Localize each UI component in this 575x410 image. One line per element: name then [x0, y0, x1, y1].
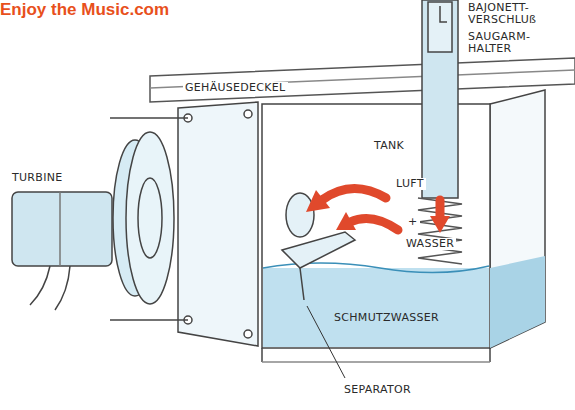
flow-arrows [306, 188, 450, 233]
dirty-water [263, 268, 489, 347]
wire [30, 266, 50, 305]
housing-lid [150, 58, 575, 102]
spring [418, 198, 462, 264]
separator [282, 232, 355, 378]
inlet-opening [286, 193, 314, 237]
tie-rod [110, 117, 188, 119]
flow-label: + [406, 216, 420, 228]
part-label: TURBINE [10, 172, 64, 184]
lid-band [150, 58, 575, 102]
part-label: BAJONETT- VERSCHLUß [466, 2, 552, 26]
turbine-motor [12, 192, 112, 266]
tank [262, 90, 545, 362]
flange-plate [178, 102, 258, 346]
turbine-unit [12, 102, 258, 346]
suction-arm-holder [418, 0, 462, 264]
tank-base [262, 361, 490, 363]
wire [55, 266, 70, 310]
flow-label: LUFT [394, 178, 426, 190]
arrow-head [430, 216, 450, 233]
tie-rod [110, 319, 188, 321]
part-label: SCHMUTZWASSER [332, 312, 441, 324]
bayonet-piece [428, 2, 452, 52]
bolt [244, 110, 252, 118]
down-arrow [436, 200, 445, 218]
separator-plate [282, 232, 355, 268]
air-arrow [322, 188, 386, 200]
water-arrow [350, 218, 398, 230]
arrow-head [336, 212, 356, 230]
separator-post [300, 268, 304, 300]
motor-line [59, 192, 61, 266]
bayonet-slot [440, 6, 447, 22]
tank-foot [489, 348, 491, 362]
part-label: SAUGARM- HALTER [466, 31, 540, 55]
holder-pipe [422, 0, 458, 198]
turbine-hub [138, 178, 162, 258]
flow-label: WASSER [404, 238, 456, 250]
part-label: SEPARATOR [342, 384, 413, 396]
bolt [244, 330, 252, 338]
arrow-head [306, 190, 330, 212]
tank-foot [261, 348, 263, 362]
part-label: TANK [372, 140, 406, 152]
water-side [490, 256, 545, 348]
tank-side [490, 90, 545, 348]
part-label: GEHÄUSEDECKEL [183, 82, 288, 94]
turbine-disc [126, 132, 174, 304]
